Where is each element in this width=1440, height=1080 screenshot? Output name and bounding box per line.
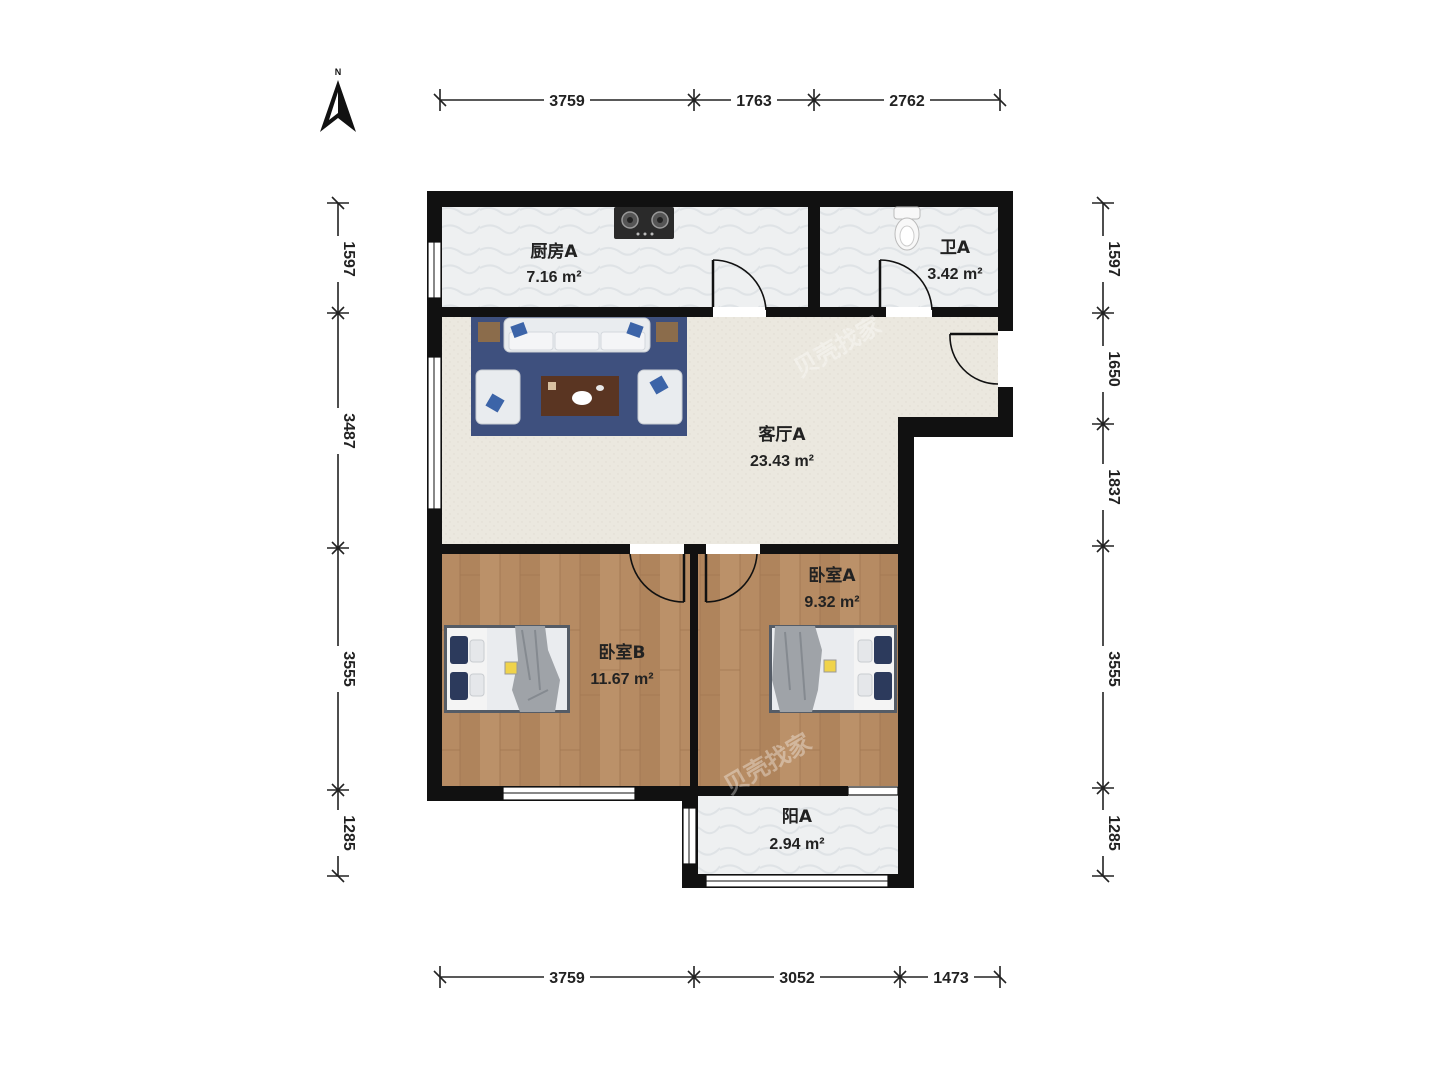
dim-top-1: 3759	[549, 93, 585, 110]
dim-top-3: 2762	[889, 93, 925, 110]
entrance-door[interactable]	[949, 332, 999, 385]
bed-b-icon	[444, 625, 570, 713]
bedroom-b-label: 卧室B	[599, 642, 646, 663]
dim-bottom-1: 3759	[549, 970, 585, 987]
dim-right-4: 3555	[1105, 651, 1122, 687]
dim-left-2: 3487	[340, 413, 357, 449]
dim-right-1: 1597	[1105, 241, 1122, 277]
dimension-right: 1597 1650 1837 3555 1285	[1092, 196, 1122, 883]
windows	[427, 241, 899, 888]
dimension-top: 3759 1763 2762	[433, 89, 1007, 111]
bed-a-icon	[769, 625, 897, 713]
bedroom-b-door[interactable]	[629, 553, 686, 603]
living-room-furniture	[471, 317, 687, 436]
balcony-label: 阳A	[782, 807, 813, 827]
bedroom-b-area: 11.67 m²	[590, 671, 653, 688]
dim-left-4: 1285	[340, 815, 357, 851]
bathroom-door[interactable]	[878, 259, 933, 311]
bedroom-a-label: 卧室A	[808, 565, 856, 586]
compass-icon: N	[320, 67, 356, 132]
bedroom-a-door[interactable]	[704, 553, 758, 603]
dim-right-2: 1650	[1105, 351, 1122, 387]
bathroom-area: 3.42 m²	[927, 266, 982, 283]
dim-left-3: 3555	[340, 651, 357, 687]
dim-top-2: 1763	[736, 93, 772, 110]
bedroom-a-area: 9.32 m²	[804, 594, 859, 611]
dimension-left: 1597 3487 3555 1285	[327, 196, 357, 883]
kitchen-area: 7.16 m²	[526, 269, 581, 286]
dim-left-1: 1597	[340, 241, 357, 277]
dim-bottom-3: 1473	[933, 970, 969, 987]
living-label: 客厅A	[757, 424, 806, 445]
bathroom-label: 卫A	[940, 238, 971, 258]
kitchen-door[interactable]	[711, 259, 767, 311]
kitchen-label: 厨房A	[530, 241, 578, 262]
balcony-floor	[698, 796, 898, 874]
stove-icon	[614, 207, 674, 239]
dim-right-3: 1837	[1105, 469, 1122, 505]
dim-bottom-2: 3052	[779, 970, 815, 987]
living-area: 23.43 m²	[750, 453, 814, 470]
dimension-bottom: 3759 3052 1473	[433, 966, 1007, 988]
balcony-area: 2.94 m²	[769, 836, 824, 853]
dim-right-5: 1285	[1105, 815, 1122, 851]
toilet-icon	[893, 206, 921, 251]
compass-north-label: N	[335, 67, 342, 77]
